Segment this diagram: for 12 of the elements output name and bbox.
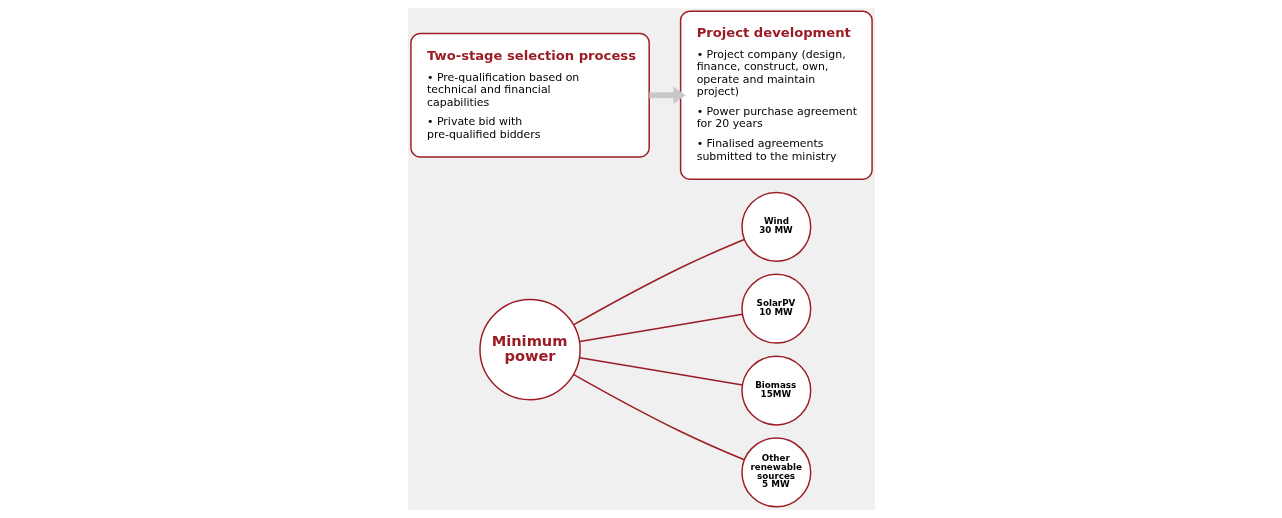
connector [578, 357, 743, 386]
node-circle: Other renewable sources 5 MW [740, 437, 811, 508]
node-circle: Biomass 15MW [740, 355, 811, 426]
node-circle: Minimum power [478, 298, 581, 401]
node-circle: SolarPV 10 MW [740, 273, 811, 344]
connector [578, 313, 743, 343]
node-box: Two-stage selection process • Pre-qualification based on technical and financial capabilities • Private bid with pre-qualified bidders [409, 32, 650, 158]
arrow [648, 86, 686, 104]
node-box: Project development • Project company (design, finance, construct, own, operate and maintain project) • Power purchase agreement for 20 years • Finalised agreements submitted to the ministry [679, 10, 873, 181]
connector [572, 373, 745, 461]
connector [572, 238, 745, 326]
node-circle: Wind 30 MW [740, 191, 811, 262]
